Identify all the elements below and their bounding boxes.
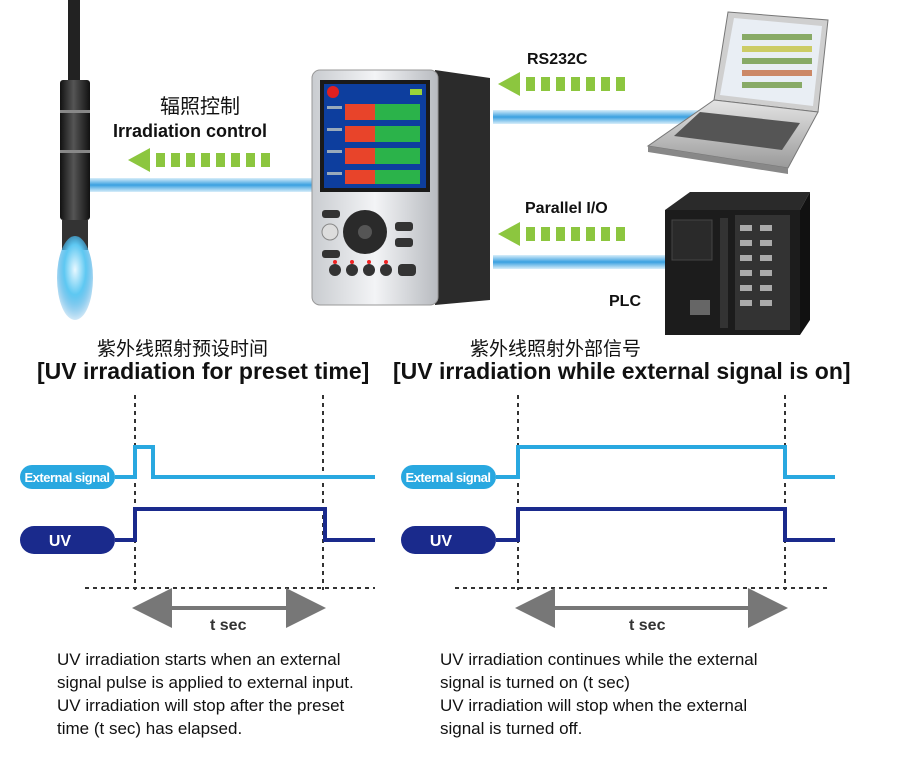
arrow-parallel-io bbox=[498, 222, 625, 246]
system-illustration bbox=[57, 0, 829, 335]
timing-diagrams: External signal UV External signal UV bbox=[20, 395, 835, 628]
uv-tag bbox=[401, 526, 496, 554]
parallel-io-label: Parallel I/O bbox=[525, 200, 608, 217]
external-signal-waveform bbox=[115, 445, 375, 479]
right-timing-diagram: External signal UV bbox=[401, 395, 835, 628]
cable-probe-controller bbox=[90, 178, 315, 192]
left-title: [UV irradiation for preset time] bbox=[37, 358, 370, 384]
left-title-cn: 紫外线照射预设时间 bbox=[97, 338, 269, 360]
external-signal-tag bbox=[401, 465, 496, 489]
cable-laptop bbox=[493, 110, 708, 124]
uv-waveform bbox=[496, 507, 835, 542]
description-line: signal pulse is applied to external inpu… bbox=[57, 673, 354, 692]
plc-icon bbox=[665, 192, 810, 335]
description-line: UV irradiation will stop when the extern… bbox=[440, 696, 748, 715]
uv-tag bbox=[20, 526, 115, 554]
plc-label: PLC bbox=[609, 293, 641, 310]
arrow-irradiation bbox=[128, 148, 270, 172]
irradiation-control-cn: 辐照控制 bbox=[160, 94, 240, 118]
uv-controller-icon bbox=[311, 69, 490, 306]
irradiation-control-label: Irradiation control bbox=[113, 121, 268, 141]
cable-plc bbox=[493, 255, 668, 269]
description-line: UV irradiation starts when an external bbox=[57, 650, 341, 669]
uv-tag-label: UV bbox=[430, 533, 453, 550]
left-description: UV irradiation starts when an external s… bbox=[57, 648, 437, 740]
description-line: signal is turned on (t sec) bbox=[440, 673, 630, 692]
uv-tag-label: UV bbox=[49, 533, 72, 550]
external-signal-tag-label: External signal bbox=[406, 470, 491, 485]
right-description: UV irradiation continues while the exter… bbox=[440, 648, 880, 740]
right-duration-label: t sec bbox=[629, 617, 666, 634]
description-line: UV irradiation continues while the exter… bbox=[440, 650, 758, 669]
left-timing-diagram: External signal UV bbox=[20, 395, 375, 628]
description-line: UV irradiation will stop after the prese… bbox=[57, 696, 345, 715]
right-title: [UV irradiation while external signal is… bbox=[393, 358, 851, 384]
external-signal-tag bbox=[20, 465, 115, 489]
external-signal-waveform bbox=[496, 445, 835, 479]
left-duration-label: t sec bbox=[210, 617, 247, 634]
laptop-icon bbox=[646, 11, 829, 174]
rs232c-label: RS232C bbox=[527, 51, 588, 68]
description-line: time (t sec) has elapsed. bbox=[57, 719, 243, 738]
external-signal-tag-label: External signal bbox=[25, 470, 110, 485]
uv-waveform bbox=[115, 507, 375, 542]
uv-probe-icon bbox=[57, 0, 93, 320]
description-line: signal is turned off. bbox=[440, 719, 583, 738]
right-title-cn: 紫外线照射外部信号 bbox=[470, 338, 642, 360]
arrow-rs232c bbox=[498, 72, 625, 96]
